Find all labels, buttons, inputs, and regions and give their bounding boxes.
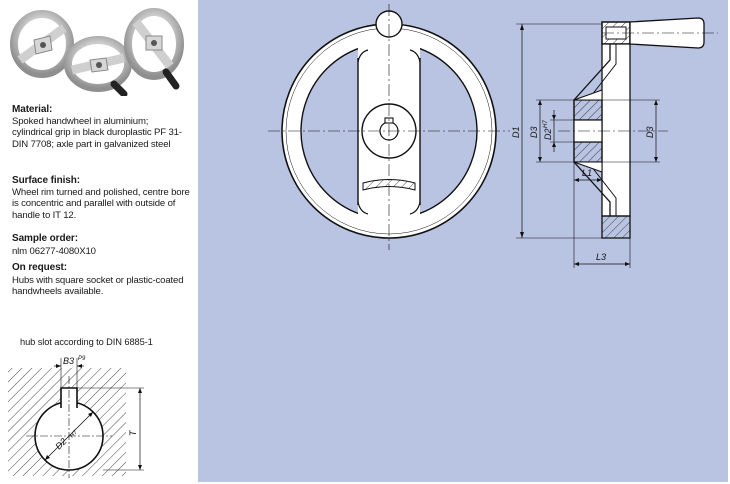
l3-label: L3	[596, 252, 606, 262]
d2-tolerance: H7	[69, 429, 79, 439]
b3-tolerance: P9	[78, 356, 86, 362]
order-heading: Sample order:	[12, 233, 78, 244]
d2-tolerance: H7	[543, 120, 549, 128]
material-text: Spoked handwheel in aluminium; cylindric…	[12, 116, 182, 150]
product-description-panel: Material: Spoked handwheel in aluminium;…	[0, 0, 196, 484]
request-text: Hubs with square socket or plastic-coate…	[12, 275, 184, 298]
hub-slot-caption: hub slot according to DIN 6885-1	[20, 337, 153, 347]
handwheel-photo-2	[64, 36, 132, 96]
t-label: T	[128, 429, 138, 436]
order-text: nlm 06277-4080X10	[12, 246, 96, 257]
finish-heading: Surface finish:	[12, 175, 80, 186]
b3-label: B3	[63, 356, 74, 366]
product-photo	[10, 8, 184, 96]
technical-drawing-area: D1 D3 D2 H7 D3 L1 L3	[198, 0, 728, 482]
d3-right-label: D3	[645, 126, 655, 138]
finish-text: Wheel rim turned and polished, centre bo…	[12, 187, 190, 221]
d3-left-label: D3	[529, 126, 539, 138]
handwheel-front-view	[268, 4, 510, 250]
request-heading: On request:	[12, 262, 68, 273]
handwheel-side-view	[558, 17, 718, 239]
material-heading: Material:	[12, 104, 53, 115]
d2-label: D2	[543, 128, 553, 140]
handwheel-photo-3	[124, 8, 184, 90]
d1-label: D1	[511, 126, 521, 138]
l1-label: L1	[582, 168, 592, 178]
handwheel-photo-1	[10, 10, 74, 78]
hub-slot-diagram: B3 P9 T D2 H7	[8, 356, 144, 478]
